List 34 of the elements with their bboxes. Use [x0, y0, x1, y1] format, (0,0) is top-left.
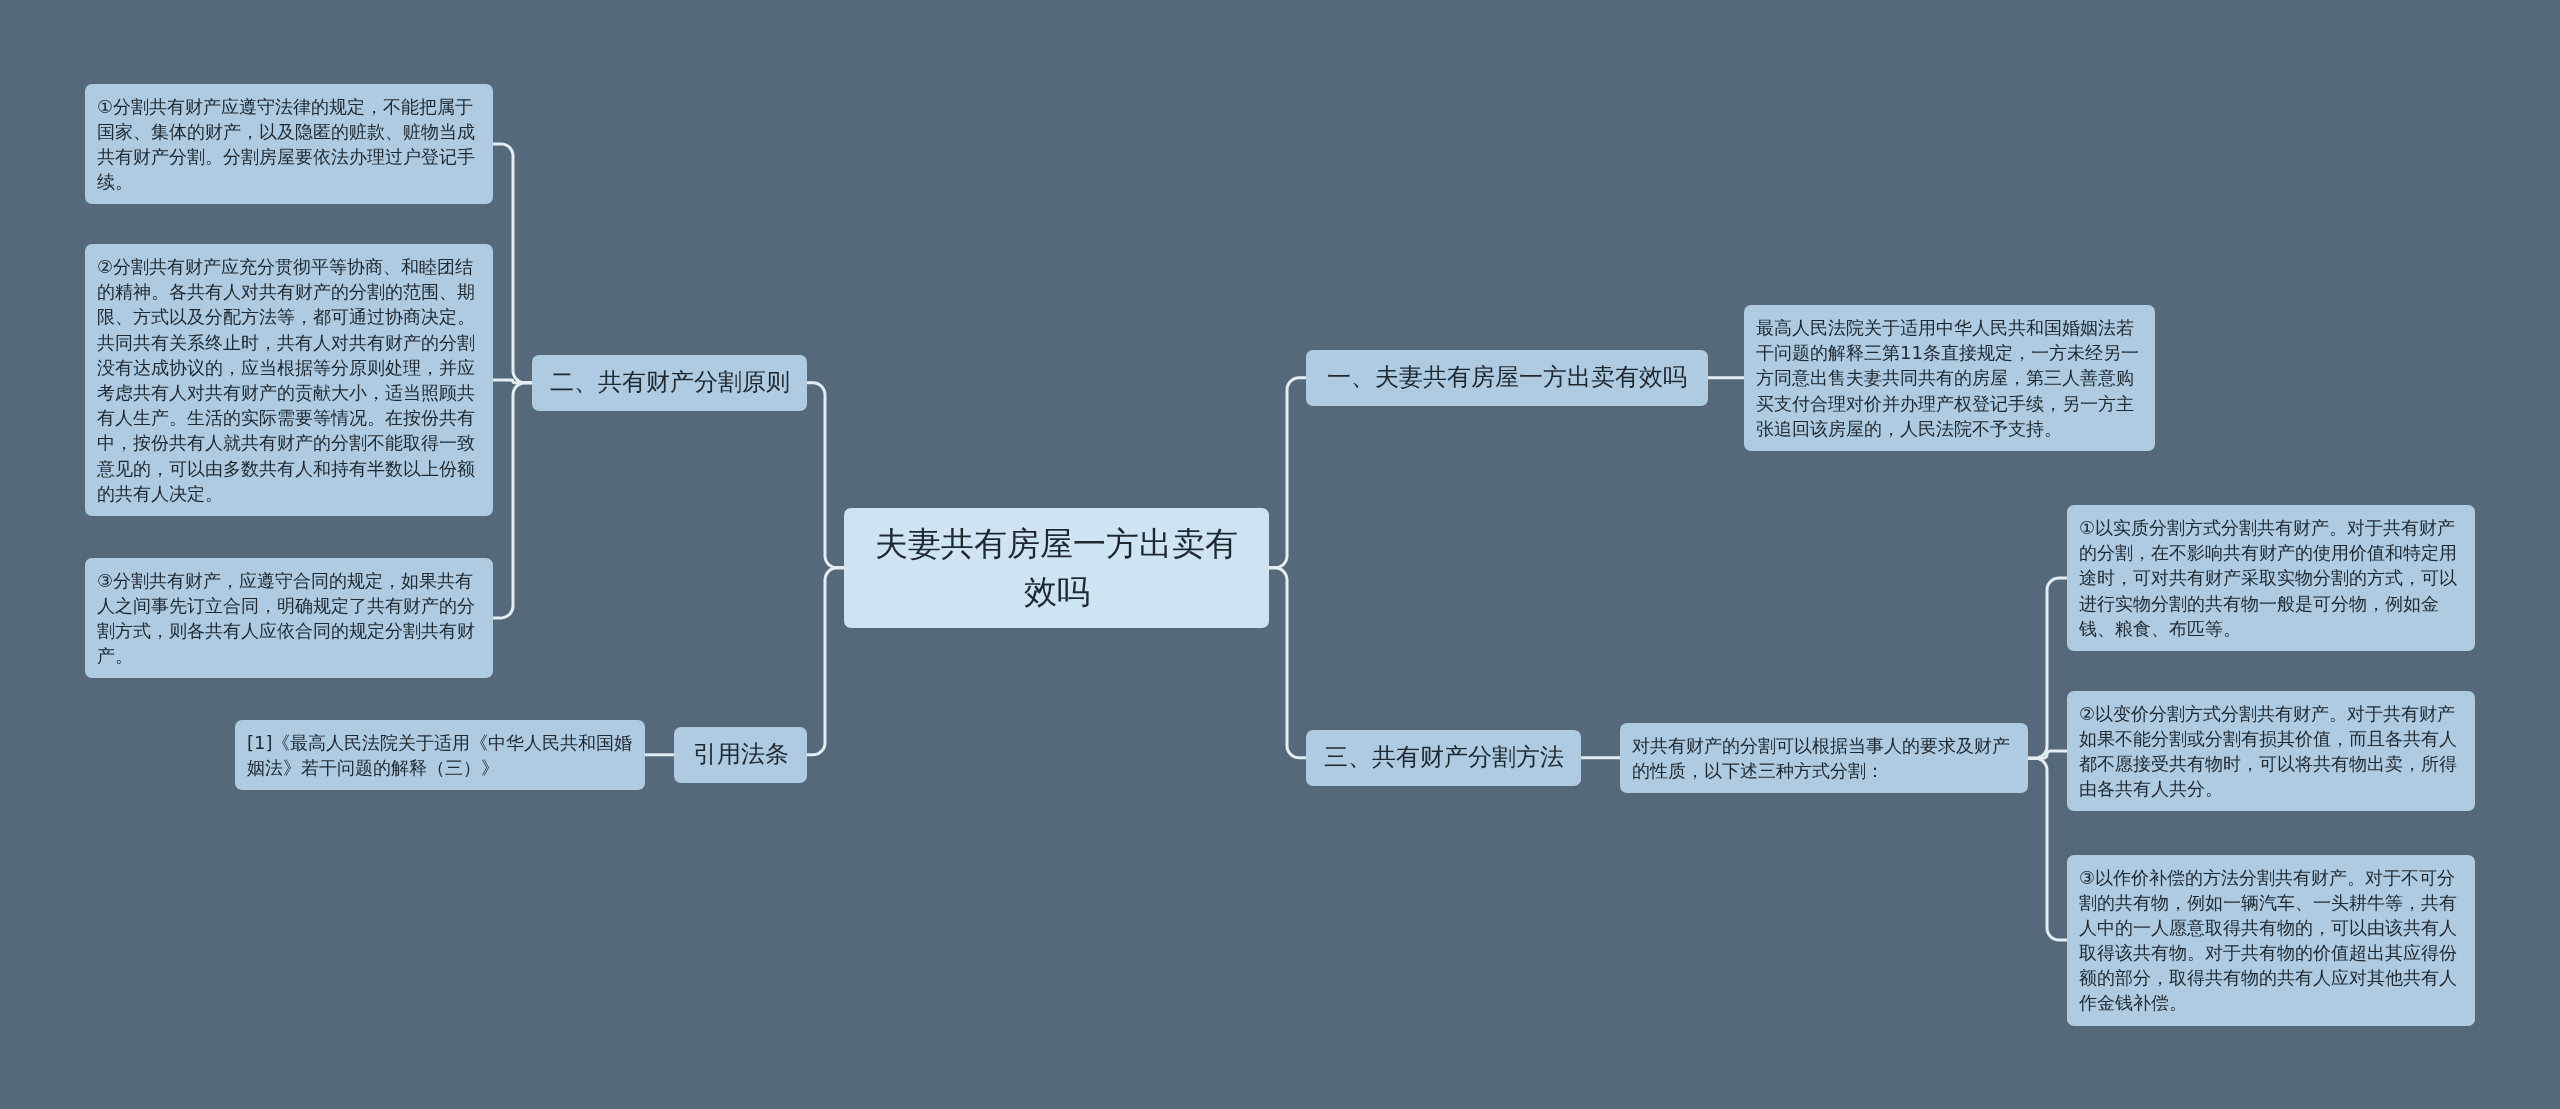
note-text: ①分割共有财产应遵守法律的规定，不能把属于国家、集体的财产，以及隐匿的赃款、赃物当成共有财产分割。分割房屋要依法办理过户登记手续。 — [97, 94, 476, 195]
connector-line — [2028, 756, 2067, 942]
note-text: ①以实质分割方式分割共有财产。对于共有财产的分割，在不影响共有财产的使用价值和特定用途时，可对共有财产采取实物分割的方式，可以进行实物分割的共有物一般是可分物，例如金钱、粮食、布匹等。 — [2079, 516, 2458, 641]
note-text: ③以作价补偿的方法分割共有财产。对于不可分割的共有物，例如一辆汽车、一头耕牛等，共有人中的一人愿意取得共有物的，可以由该共有人取得该共有物。对于共有物的价值超出其应得份额的部分，取得共有物的共有人应对其他共有人作金钱补偿。 — [2079, 865, 2458, 1016]
topic-text: 二、共有财产分割原则 — [548, 367, 791, 398]
note-text: [1]《最高人民法院关于适用《中华人民共和国婚姻法》若干问题的解释（三）》 — [247, 731, 633, 781]
topic-box — [532, 355, 807, 411]
note-box — [235, 720, 645, 791]
note-box — [2067, 505, 2475, 651]
note-text: ③分割共有财产，应遵守合同的规定，如果共有人之间事先订立合同，明确规定了共有财产的分割方式，则各共有人应依合同的规定分割共有财产。 — [97, 568, 476, 669]
central-topic-text: 夫妻共有房屋一方出卖有效吗 — [874, 523, 1239, 613]
note-box — [1744, 305, 2155, 451]
topic-box — [1306, 730, 1581, 786]
note-text: 对共有财产的分割可以根据当事人的要求及财产的性质，以下述三种方式分割： — [1632, 734, 2011, 784]
note-box — [85, 557, 493, 679]
topic-box — [1306, 350, 1708, 406]
central-topic-box — [844, 508, 1269, 628]
note-text: 最高人民法院关于适用中华人民共和国婚姻法若干问题的解释三第11条直接规定，一方未经另一方同意出售夫妻共同共有的房屋，第三人善意购买支付合理对价并办理产权登记手续，另一方主张追回该房屋的，人民法院不予支持。 — [1756, 316, 2140, 441]
note-box — [2067, 854, 2475, 1026]
topic-text: 引用法条 — [691, 739, 790, 770]
topic-text: 一、夫妻共有房屋一方出卖有效吗 — [1326, 362, 1688, 393]
connector-line — [493, 381, 532, 620]
note-text: ②分割共有财产应充分贯彻平等协商、和睦团结的精神。各共有人对共有财产的分割的范围、期限、方式以及分配方法等，都可通过协商决定。共同共有关系终止时，共有人对共有财产的分割没有达成协议的，应当根据等分原则处理，并应考虑共有人对共有财产的贡献大小，适当照顾共有人生产。生活的实际需要等情况。在按份共有中，按份共有人就共有财产的分割不能取得一致意见的，可以由多数共有人和持有半数以上份额的共有人决定。 — [97, 255, 476, 506]
connector-line — [1708, 376, 1744, 380]
connector-line — [807, 566, 844, 757]
note-text: ②以变价分割方式分割共有财产。对于共有财产如果不能分割或分割有损其价值，而且各共有人都不愿接受共有物时，可以将共有物出卖，所得由各共有人共分。 — [2079, 701, 2458, 802]
connector-line — [645, 753, 674, 757]
topic-text: 三、共有财产分割方法 — [1322, 742, 1565, 773]
connector-line — [1269, 566, 1306, 760]
connector-line — [1581, 756, 1620, 760]
topic-box — [674, 727, 807, 783]
note-box — [1620, 723, 2028, 794]
note-box — [85, 83, 493, 205]
note-box — [2067, 690, 2475, 812]
